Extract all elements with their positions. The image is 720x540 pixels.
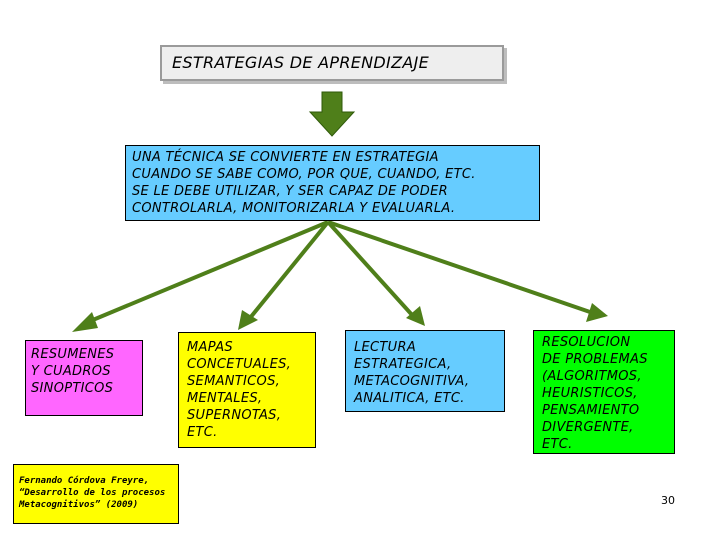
resolucion-box: RESOLUCION DE PROBLEMAS (ALGORITMOS, HEU… — [533, 330, 675, 454]
branch-lines — [87, 220, 591, 324]
arrowhead-resumenes — [72, 312, 98, 332]
branch-line-resolucion — [327, 220, 591, 314]
branch-line-lectura — [326, 220, 415, 318]
arrowhead-lectura — [406, 306, 425, 326]
branch-line-resumenes — [87, 220, 329, 324]
page-number: 30 — [661, 494, 675, 507]
branch-line-mapas — [248, 220, 330, 320]
title-box: ESTRATEGIAS DE APRENDIZAJE — [160, 45, 504, 81]
arrowhead-mapas — [238, 310, 258, 330]
lectura-box: LECTURA ESTRATEGICA, METACOGNITIVA, ANAL… — [345, 330, 505, 412]
diagram-title: ESTRATEGIAS DE APRENDIZAJE — [172, 53, 430, 72]
resumenes-box: RESUMENES Y CUADROS SINOPTICOS — [25, 340, 143, 416]
mapas-box: MAPAS CONCETUALES, SEMANTICOS, MENTALES,… — [178, 332, 316, 448]
arrow-heads — [72, 303, 608, 332]
author-credit: Fernando Córdova Freyre, “Desarrollo de … — [13, 464, 179, 524]
arrowhead-resolucion — [586, 303, 608, 322]
down-arrow — [308, 91, 356, 137]
main-definition-box: UNA TÉCNICA SE CONVIERTE EN ESTRATEGIA C… — [125, 145, 540, 221]
